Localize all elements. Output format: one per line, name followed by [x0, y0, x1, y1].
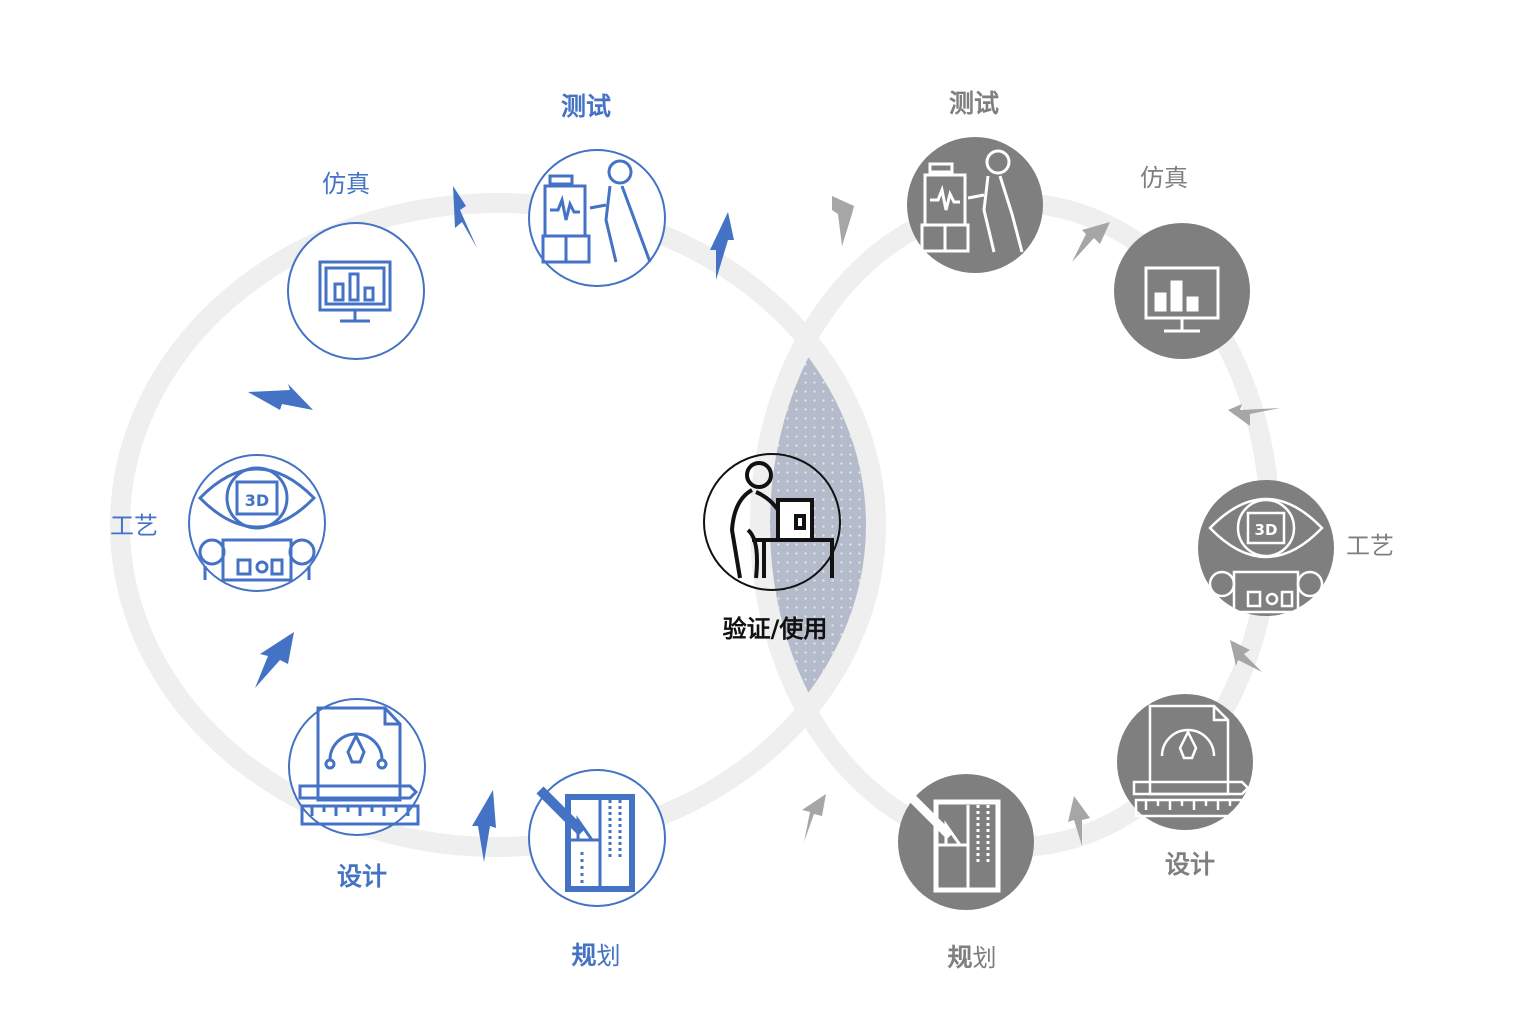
left-cycle-ring	[110, 193, 886, 857]
node-label: 规划	[571, 941, 620, 970]
node-label: 仿真	[1140, 164, 1188, 192]
right-cycle-arrows	[802, 196, 1280, 846]
arrow-icon	[1072, 222, 1110, 262]
arrow-icon	[802, 794, 826, 842]
left-node-test[interactable]: 测试	[528, 92, 666, 287]
right-node-simulation[interactable]: 仿真	[1114, 164, 1250, 359]
floor-plan-icon	[536, 786, 635, 892]
right-node-planning[interactable]: 规划	[898, 774, 1034, 972]
monitor-bar-chart-icon	[1144, 266, 1220, 333]
svg-text:3D: 3D	[1255, 521, 1278, 539]
center-label: 验证/使用	[723, 615, 828, 643]
center-node-verification[interactable]: 验证/使用	[703, 453, 841, 643]
floor-plan-icon	[906, 792, 1001, 893]
arrow-icon	[472, 790, 496, 862]
right-node-process[interactable]: 3D 工艺	[1198, 480, 1394, 616]
arrow-icon	[1230, 640, 1262, 672]
left-node-simulation[interactable]: 仿真	[287, 170, 425, 360]
arrow-icon	[832, 196, 854, 246]
left-cycle-arrows	[248, 186, 734, 862]
arrow-icon	[1068, 796, 1090, 846]
arrow-icon	[255, 632, 294, 688]
node-label: 测试	[949, 89, 999, 118]
node-label: 规划	[947, 943, 996, 972]
robot-3d-eye-icon: 3D	[1208, 497, 1324, 614]
left-node-design[interactable]: 设计	[288, 698, 426, 891]
right-node-design[interactable]: 设计	[1117, 694, 1253, 879]
arrow-icon	[1228, 404, 1280, 426]
node-label: 工艺	[110, 512, 158, 540]
node-label: 工艺	[1346, 532, 1394, 560]
tester-at-machine-icon	[541, 159, 652, 264]
blueprint-pen-ruler-icon	[298, 706, 420, 826]
robot-3d-eye-icon: 3D	[197, 466, 317, 582]
node-label: 仿真	[322, 170, 370, 198]
left-node-process[interactable]: 3D 工艺	[110, 454, 326, 592]
person-using-machine-icon	[729, 461, 834, 579]
arrow-icon	[453, 186, 477, 248]
arrow-icon	[248, 384, 313, 410]
right-node-test[interactable]: 测试	[907, 89, 1043, 273]
arrow-icon	[710, 212, 734, 280]
node-label: 设计	[337, 862, 387, 891]
tester-at-machine-icon	[920, 149, 1024, 253]
blueprint-pen-ruler-icon	[1132, 704, 1250, 818]
svg-text:3D: 3D	[245, 491, 269, 510]
monitor-bar-chart-icon	[318, 260, 392, 323]
left-node-planning[interactable]: 规划	[528, 769, 666, 970]
node-label: 设计	[1165, 850, 1215, 879]
node-label: 测试	[561, 92, 611, 121]
